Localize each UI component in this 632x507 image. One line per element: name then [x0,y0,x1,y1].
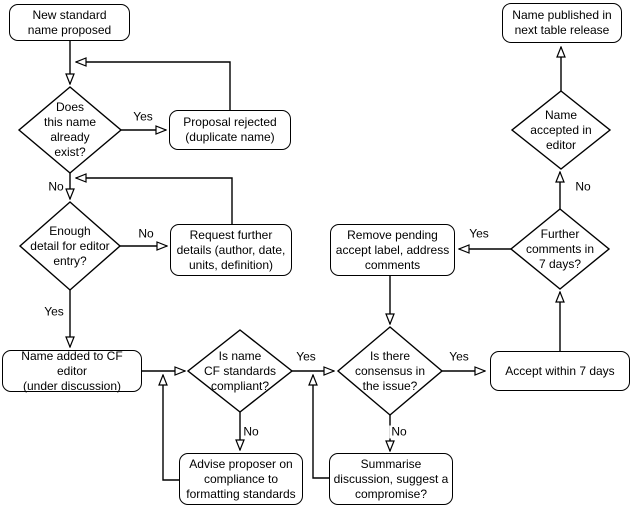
edge-label-does-exist-yes: Yes [131,109,155,124]
node-proposal-rejected: Proposal rejected (duplicate name) [169,110,291,150]
edge-label-further-comments-no: No [573,179,593,194]
node-name-published: Name published in next table release [502,3,622,43]
edge-label-does-exist-no: No [46,179,66,194]
node-advise-proposer: Advise proposer on compliance to formatt… [179,453,303,505]
node-remove-pending: Remove pending accept label, address com… [330,224,455,276]
edge-advise-proposer-loop [163,375,179,481]
edge-summarise-loop [313,375,329,479]
node-accept-7days: Accept within 7 days [490,351,630,391]
node-request-details: Request further details (author, date, u… [170,224,292,276]
edge-label-consensus-no: No [389,424,409,439]
decision-enough-detail-shape [18,201,122,291]
decision-does-exist-shape [17,86,123,174]
node-new-standard: New standard name proposed [9,4,130,41]
edge-label-further-comments-yes: Yes [467,226,491,241]
node-summarise: Summarise discussion, suggest a compromi… [329,453,453,505]
edge-label-enough-detail-yes: Yes [42,304,66,319]
decision-consensus-shape [336,326,444,416]
decision-further-comments-shape [509,208,611,290]
edge-proposal-rejected-loop [76,62,231,110]
node-name-added: Name added to CF editor (under discussio… [2,349,142,393]
edge-label-consensus-yes: Yes [447,349,471,364]
edge-label-enough-detail-no: No [136,226,156,241]
edge-request-details-loop [76,178,233,224]
decision-name-accepted-shape [510,90,612,170]
edge-label-compliant-yes: Yes [294,349,318,364]
decision-compliant-shape [186,329,294,413]
edge-label-compliant-no: No [241,424,261,439]
